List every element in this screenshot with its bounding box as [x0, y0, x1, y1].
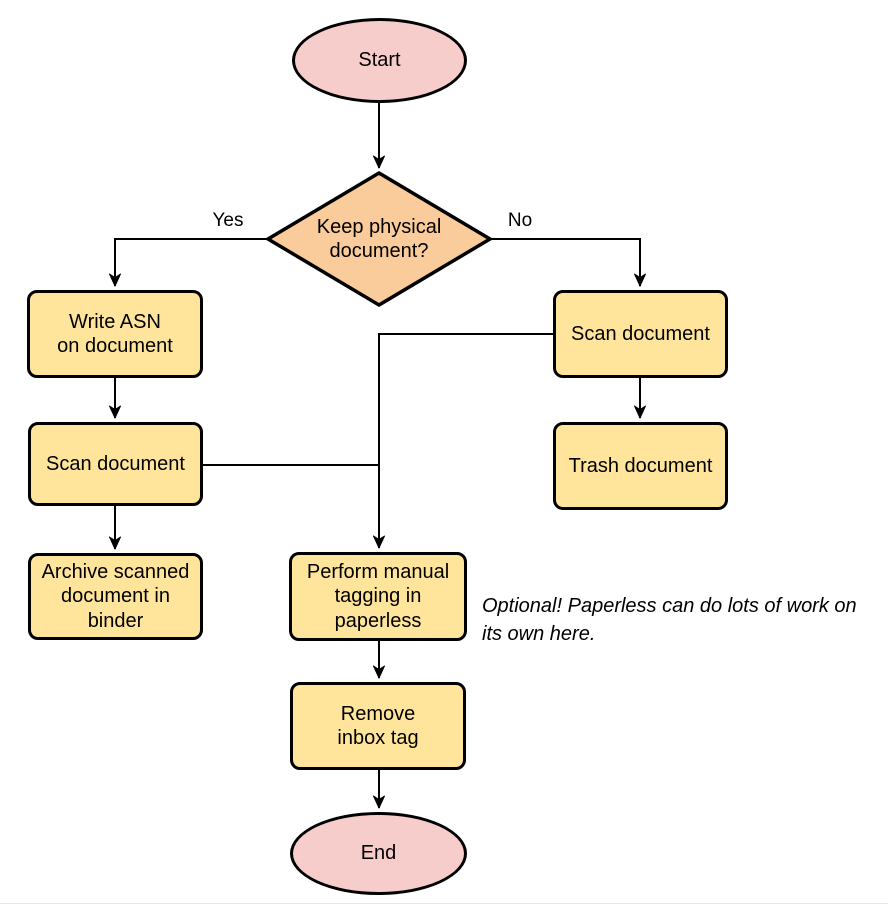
node-remove-inbox-label: Remove inbox tag	[337, 702, 419, 749]
node-start-label: Start	[358, 49, 401, 72]
node-decision-label: Keep physical document?	[316, 215, 442, 262]
edge-decision-yes-to-write-asn	[109, 238, 266, 287]
node-end-label: End	[360, 842, 397, 865]
edge-decision-no-to-scan-right	[490, 238, 646, 287]
node-archive: Archive scanned document in binder	[28, 553, 203, 640]
node-tagging-label: Perform manual tagging in paperless	[306, 560, 450, 632]
node-write-asn: Write ASN on document	[27, 290, 203, 378]
node-scan-left-label: Scan document	[46, 452, 185, 475]
node-tagging: Perform manual tagging in paperless	[289, 552, 467, 641]
node-trash: Trash document	[553, 422, 728, 510]
decision-diamond-shape	[264, 170, 494, 308]
node-start: Start	[292, 18, 467, 103]
node-trash-label: Trash document	[568, 454, 713, 477]
node-scan-left: Scan document	[28, 422, 203, 506]
node-archive-label: Archive scanned document in binder	[41, 560, 190, 632]
node-write-asn-label: Write ASN on document	[57, 310, 173, 357]
node-remove-inbox: Remove inbox tag	[290, 682, 466, 770]
node-scan-right: Scan document	[553, 290, 728, 378]
annotation-optional: Optional! Paperless can do lots of work …	[482, 595, 857, 645]
edge-scan-right-to-tagging	[373, 333, 553, 549]
edge-label-yes: Yes	[212, 210, 244, 231]
node-end: End	[290, 812, 467, 895]
bottom-edge-divider	[0, 903, 888, 904]
node-decision: Keep physical document?	[268, 172, 490, 306]
edge-label-no: No	[507, 210, 533, 231]
node-scan-right-label: Scan document	[571, 322, 710, 345]
